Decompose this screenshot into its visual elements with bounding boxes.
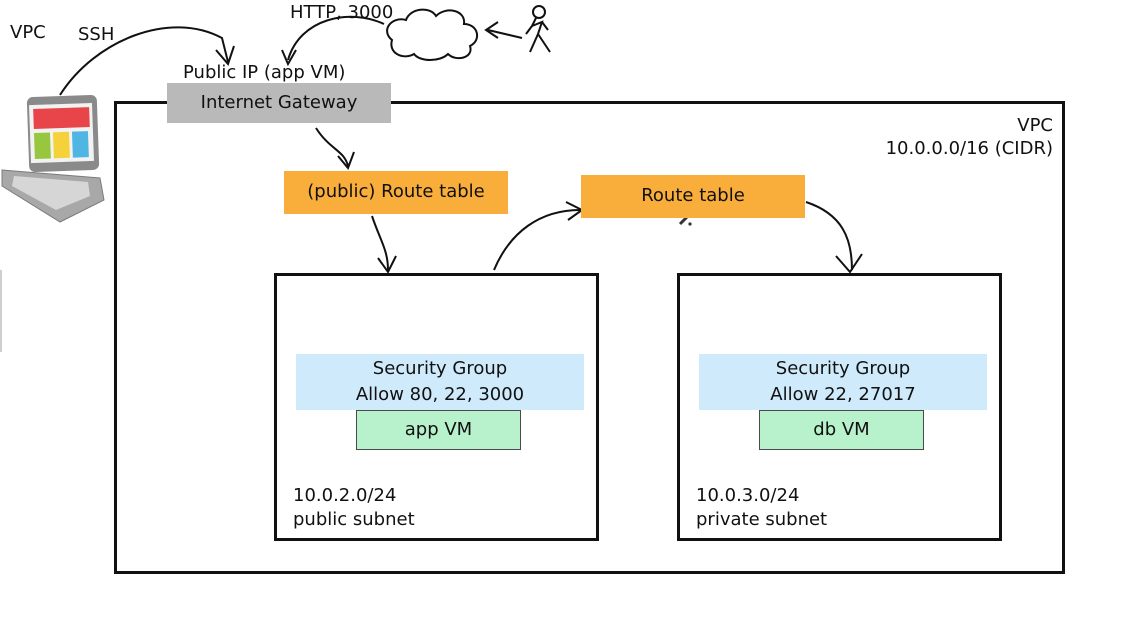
- public-subnet-name: public subnet: [293, 509, 415, 530]
- public-security-group: Security Group Allow 80, 22, 3000: [296, 354, 584, 410]
- public-route-table-label: (public) Route table: [307, 181, 485, 203]
- http-label: HTTP, 3000: [290, 2, 394, 23]
- private-security-group: Security Group Allow 22, 27017: [699, 354, 987, 410]
- private-route-table: Route table: [581, 175, 805, 218]
- person-icon: [525, 5, 551, 53]
- app-vm-label: app VM: [404, 418, 473, 440]
- security-group-rules: Allow 22, 27017: [770, 384, 916, 405]
- laptop-icon: [1, 95, 105, 223]
- db-vm-label: db VM: [813, 418, 870, 440]
- vpc-label: VPC 10.0.0.0/16 (CIDR): [886, 115, 1053, 160]
- vpc-outer-label: VPC: [10, 22, 46, 43]
- public-ip-label: Public IP (app VM): [183, 62, 346, 83]
- db-vm: db VM: [759, 410, 924, 450]
- security-group-rules: Allow 80, 22, 3000: [355, 384, 525, 405]
- private-subnet-cidr: 10.0.3.0/24: [696, 485, 800, 506]
- public-subnet-cidr: 10.0.2.0/24: [293, 485, 397, 506]
- vpc-container: [114, 101, 1065, 574]
- app-vm: app VM: [356, 410, 521, 450]
- public-subnet-info: 10.0.2.0/24 public subnet: [293, 484, 415, 532]
- internet-gateway: Internet Gateway: [167, 83, 391, 123]
- internet-gateway-label: Internet Gateway: [200, 91, 358, 113]
- private-route-table-label: Route table: [641, 185, 745, 207]
- private-subnet-info: 10.0.3.0/24 private subnet: [696, 484, 827, 532]
- cloud-icon: [386, 8, 479, 61]
- security-group-title: Security Group: [372, 358, 508, 379]
- private-subnet-name: private subnet: [696, 509, 828, 530]
- vpc-cidr: 10.0.0.0/16 (CIDR): [885, 137, 1053, 159]
- public-route-table: (public) Route table: [284, 171, 508, 214]
- ssh-label: SSH: [78, 24, 115, 45]
- security-group-title: Security Group: [775, 358, 911, 379]
- vpc-name: VPC: [1017, 115, 1053, 136]
